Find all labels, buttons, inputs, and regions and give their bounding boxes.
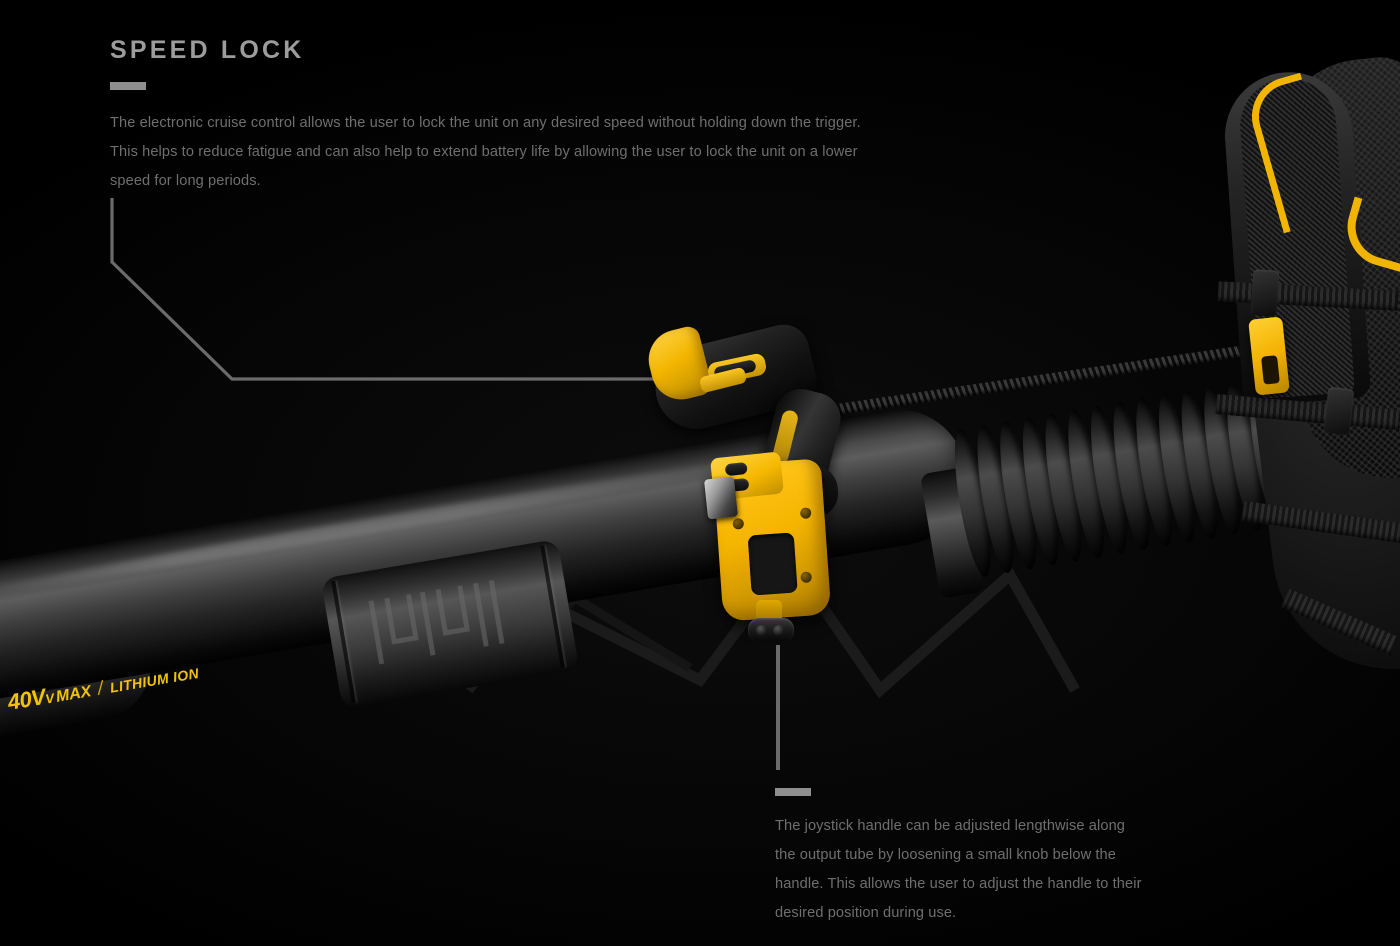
- clamp-window: [747, 532, 798, 596]
- branding-separator: /: [96, 678, 105, 700]
- adjustment-knob[interactable]: [748, 618, 794, 642]
- speed-lock-description: The electronic cruise control allows the…: [110, 115, 861, 189]
- strap-clip-upper: [1250, 269, 1280, 317]
- title-rule: [110, 82, 146, 90]
- page-title: SPEED LOCK: [110, 36, 305, 64]
- branding-max: MAX: [54, 683, 93, 706]
- branding-voltage-unit: V: [44, 690, 56, 707]
- strap-clip-lower: [1323, 386, 1355, 436]
- branding-voltage: 40V: [5, 683, 48, 715]
- branding-chemistry: LITHIUM ION: [108, 664, 201, 696]
- motor-end-cap: [642, 324, 714, 406]
- buckle-slot: [1261, 355, 1280, 385]
- control-button-upper[interactable]: [724, 461, 748, 477]
- joystick-rule: [775, 788, 811, 796]
- embossed-logo: [368, 580, 505, 665]
- ribbed-grip-band: [320, 538, 580, 710]
- battery-connector: [703, 476, 739, 520]
- joystick-description: The joystick handle can be adjusted leng…: [775, 818, 1142, 921]
